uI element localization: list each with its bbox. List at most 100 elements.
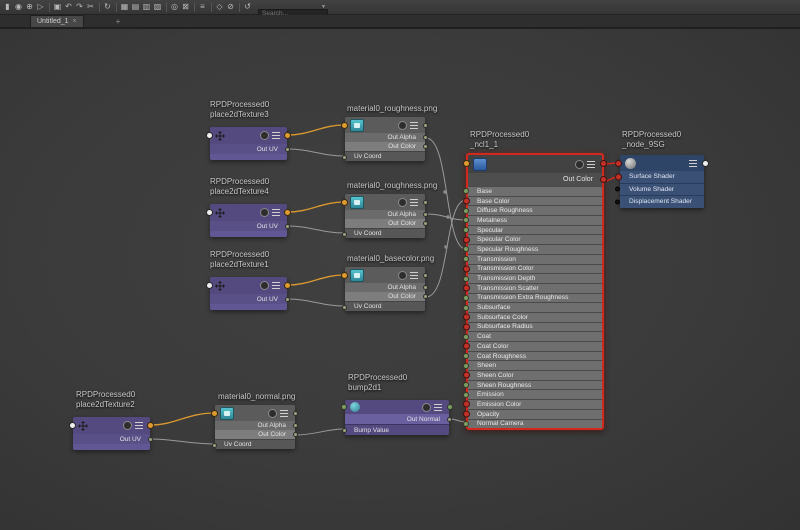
out-color-row[interactable]: Out Color xyxy=(345,292,428,301)
output-port[interactable] xyxy=(600,160,607,167)
node-bump2d1[interactable]: Out Normal Bump Value xyxy=(341,400,453,435)
input-port[interactable] xyxy=(206,209,213,216)
input-port[interactable] xyxy=(463,382,469,389)
bump-value-row[interactable]: Bump Value xyxy=(342,424,449,435)
node-header[interactable] xyxy=(341,400,453,414)
attribute-row[interactable]: Sheen Color xyxy=(463,371,602,380)
separator[interactable] xyxy=(97,2,101,13)
attribute-row[interactable]: Subsurface Color xyxy=(463,312,602,322)
input-port[interactable] xyxy=(463,353,469,360)
input-port[interactable] xyxy=(463,342,470,350)
output-port[interactable] xyxy=(423,122,428,128)
node-header[interactable] xyxy=(341,117,428,133)
node-header[interactable] xyxy=(211,405,298,421)
input-port[interactable] xyxy=(615,173,622,181)
wire-roughnessA-specroughness[interactable] xyxy=(425,137,467,250)
select-mode-icon[interactable]: ⊠ xyxy=(182,2,189,11)
input-port[interactable] xyxy=(463,275,469,282)
input-port[interactable] xyxy=(463,391,469,398)
out-alpha-row[interactable]: Out Alpha xyxy=(215,421,298,430)
input-port[interactable] xyxy=(615,159,622,167)
input-port[interactable] xyxy=(341,121,348,129)
out-normal-row[interactable]: Out Normal xyxy=(345,414,452,424)
node-header[interactable] xyxy=(206,277,291,294)
display-mode-icon[interactable] xyxy=(689,159,697,167)
input-port[interactable] xyxy=(463,207,469,214)
out-uv-port[interactable] xyxy=(285,223,290,229)
uv-coord-port[interactable] xyxy=(342,231,347,237)
wire-uv1[interactable] xyxy=(287,298,345,307)
separator[interactable] xyxy=(114,2,118,13)
connected-display-icon[interactable]: ▥ xyxy=(142,2,151,11)
out-uv-port[interactable] xyxy=(285,146,290,152)
out-color-row[interactable]: Out Color xyxy=(345,219,428,228)
full-display-icon[interactable]: ▧ xyxy=(153,2,162,11)
attribute-row[interactable]: Base xyxy=(463,187,602,196)
attribute-row[interactable]: Subsurface xyxy=(463,303,602,312)
shader-slot-row[interactable]: Surface Shader xyxy=(615,171,704,183)
node-header[interactable] xyxy=(206,127,291,144)
out-alpha-port[interactable] xyxy=(423,135,428,140)
tab-untitled-1[interactable]: Untitled_1 × xyxy=(30,15,84,27)
swatch-icon[interactable] xyxy=(123,421,132,430)
output-port[interactable] xyxy=(423,199,428,205)
out-uv-row[interactable]: Out UV xyxy=(210,144,290,154)
attribute-row[interactable]: Coat Color xyxy=(463,342,602,351)
input-port[interactable] xyxy=(463,197,470,205)
attribute-row[interactable]: Transmission xyxy=(463,254,602,264)
display-mode-icon[interactable] xyxy=(410,198,418,206)
input-port[interactable] xyxy=(463,362,469,369)
node-file-basecolor[interactable]: Out Alpha Out Color Uv Coord xyxy=(341,267,428,311)
out-uv-port[interactable] xyxy=(285,296,290,302)
display-mode-icon[interactable] xyxy=(587,160,595,168)
separator[interactable] xyxy=(164,2,168,13)
display-mode-icon[interactable] xyxy=(272,282,280,289)
input-port[interactable] xyxy=(463,284,470,292)
input-port[interactable] xyxy=(463,236,470,244)
display-mode-icon[interactable] xyxy=(135,422,143,429)
input-port[interactable] xyxy=(463,256,469,263)
input-port[interactable] xyxy=(463,323,470,331)
input-port[interactable] xyxy=(463,410,470,418)
out-color-row[interactable]: Out Color xyxy=(215,430,298,439)
align-icon[interactable]: ≡ xyxy=(200,2,205,11)
attribute-row[interactable]: Emission Color xyxy=(463,400,602,409)
input-port[interactable] xyxy=(341,271,348,279)
out-color-port[interactable] xyxy=(600,176,607,183)
new-tab-button[interactable]: + xyxy=(115,17,121,26)
simple-display-icon[interactable]: ▤ xyxy=(131,2,140,11)
input-port[interactable] xyxy=(463,400,470,408)
zoom-icon[interactable]: ◎ xyxy=(171,2,178,11)
node-header[interactable] xyxy=(69,417,154,434)
swatch-icon[interactable] xyxy=(398,120,407,130)
wire-midpoint-dot[interactable] xyxy=(446,215,450,219)
attribute-row[interactable]: Subsurface Radius xyxy=(463,322,602,332)
node-header[interactable] xyxy=(463,155,607,173)
input-port[interactable] xyxy=(69,422,76,429)
out-uv-row[interactable]: Out UV xyxy=(73,434,153,444)
bump-value-port[interactable] xyxy=(342,428,347,433)
out-alpha-row[interactable]: Out Alpha xyxy=(345,133,428,142)
uv-coord-port[interactable] xyxy=(342,304,347,310)
redo-icon[interactable]: ↷ xyxy=(76,2,83,11)
out-alpha-port[interactable] xyxy=(293,423,298,428)
attribute-row[interactable]: Opacity xyxy=(463,409,602,419)
display-mode-icon[interactable] xyxy=(434,403,442,411)
node-place2dtexture1[interactable]: Out UV xyxy=(206,277,291,310)
input-port[interactable] xyxy=(463,313,470,321)
out-color-port[interactable] xyxy=(293,432,298,437)
output-port[interactable] xyxy=(284,282,291,289)
node-shading-group[interactable]: Surface Shader Volume Shader Displacemen… xyxy=(615,155,709,208)
display-mode-icon[interactable] xyxy=(410,121,418,129)
sidebar-toggle-icon[interactable]: ▮ xyxy=(5,2,10,11)
undo-icon[interactable]: ↶ xyxy=(65,2,72,11)
swatch-icon[interactable] xyxy=(268,408,277,418)
out-normal-port[interactable] xyxy=(447,416,452,422)
uv-coord-port[interactable] xyxy=(342,154,347,160)
input-port[interactable] xyxy=(463,246,469,253)
wire-uv3[interactable] xyxy=(287,148,345,157)
out-color-port[interactable] xyxy=(423,144,428,149)
node-file-normal[interactable]: Out Alpha Out Color Uv Coord xyxy=(211,405,298,449)
output-port[interactable] xyxy=(284,132,291,139)
output-port[interactable] xyxy=(702,159,709,167)
